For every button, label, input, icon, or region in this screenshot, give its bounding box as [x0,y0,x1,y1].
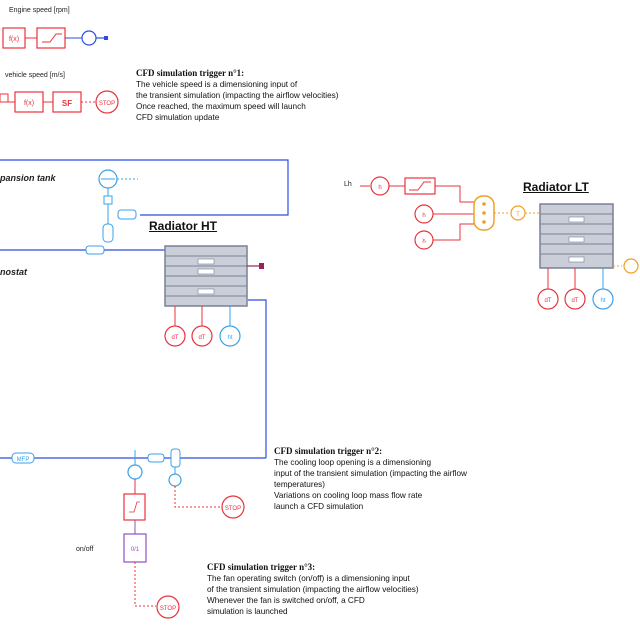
svg-text:STOP: STOP [225,506,241,512]
svg-text:f(x): f(x) [9,36,19,43]
svg-text:STOP: STOP [160,606,176,612]
thermostat-pipe-icon[interactable] [85,245,105,255]
svg-text:dT: dT [198,335,205,341]
svg-text:0/1: 0/1 [131,547,140,553]
note-line: The cooling loop opening is a dimensioni… [274,458,432,467]
vehicle-speed-chain: f(x) SF STOP [0,90,119,114]
red-sensor-icon[interactable] [564,288,586,310]
note-line: The vehicle speed is a dimensioning inpu… [136,80,298,89]
note-line: The fan operating switch (on/off) is a d… [207,574,410,583]
lh-label: Lh [344,181,352,188]
switch-block[interactable] [36,27,66,49]
expansion-tank-label: pansion tank [0,173,56,183]
svg-text:h: h [422,213,425,219]
fan-control-block[interactable] [123,493,146,521]
svg-text:STOP: STOP [99,101,115,107]
note-line: CFD simulation update [136,113,220,122]
switch-block-lt[interactable] [404,177,436,195]
pipe-segment-icon[interactable] [117,209,137,220]
svg-text:dT: dT [571,298,578,304]
radiator-ht[interactable]: dT dT ht [164,245,264,347]
red-sensor-icon[interactable] [537,288,559,310]
pipe-segment-icon[interactable] [11,452,35,464]
note-title: CFD simulation trigger n°3: [207,562,316,572]
radiator-ht-title: Radiator HT [149,219,218,233]
engine-speed-sensor-icon[interactable] [81,30,97,46]
sensor-icon[interactable] [127,464,143,480]
note-line: Whenever the fan is switched on/off, a C… [207,596,365,605]
note-line: temperatures) [274,480,325,489]
red-sensor-icon[interactable] [191,325,213,347]
blue-sensor-icon[interactable] [592,288,614,310]
cfd-trigger-note-3: CFD simulation trigger n°3: The fan oper… [207,562,419,617]
valve-icon[interactable] [102,223,114,243]
vehicle-speed-label: vehicle speed [m/s] [5,72,65,79]
radiator-lt-title: Radiator LT [523,180,589,194]
sensor-icon[interactable] [168,473,182,487]
svg-text:h: h [422,239,425,245]
note-line: of the transient simulation (impacting t… [207,585,419,594]
fan-chain: 0/1 STOP [123,479,180,619]
pipe-segment-icon[interactable] [147,453,165,463]
stop-icon[interactable] [95,90,119,114]
svg-text:h: h [378,185,381,191]
svg-text:dT: dT [171,335,178,341]
red-sensor-icon[interactable] [164,325,186,347]
note-line: simulation is launched [207,607,288,616]
valve-icon[interactable] [170,448,181,468]
cfd-trigger-note-1: CFD simulation trigger n°1: The vehicle … [136,68,339,123]
blue-sensor-icon[interactable] [219,325,241,347]
note-line: input of the transient simulation (impac… [274,469,467,478]
engine-speed-chain: f(x) [2,27,108,49]
note-title: CFD simulation trigger n°1: [136,68,245,78]
svg-text:MFP: MFP [17,457,30,463]
orange-port-icon[interactable] [623,258,639,274]
radiator-lt[interactable]: dT dT ht [537,203,639,310]
note-line: Once reached, the maximum speed will lau… [136,102,306,111]
lt-circuit: h h h T [360,176,540,250]
svg-text:ht: ht [600,298,605,304]
note-line: the transient simulation (impacting the … [136,91,339,100]
note-line: Variations on cooling loop mass flow rat… [274,491,423,500]
engine-speed-label: Engine speed [rpm] [9,7,70,14]
stop-icon[interactable] [156,595,180,619]
note-title: CFD simulation trigger n°2: [274,446,383,456]
svg-text:dT: dT [544,298,551,304]
stop-icon[interactable] [221,495,245,519]
thermostat-label: nostat [0,267,27,277]
on-off-label: on/off [76,546,94,553]
ht-cooling-loop: MFP STOP [0,159,289,519]
svg-text:T: T [516,212,520,218]
svg-text:ht: ht [227,335,232,341]
svg-text:SF: SF [62,99,72,108]
note-line: launch a CFD simulation [274,502,364,511]
cfd-trigger-note-2: CFD simulation trigger n°2: The cooling … [274,446,467,512]
svg-text:f(x): f(x) [24,100,34,107]
